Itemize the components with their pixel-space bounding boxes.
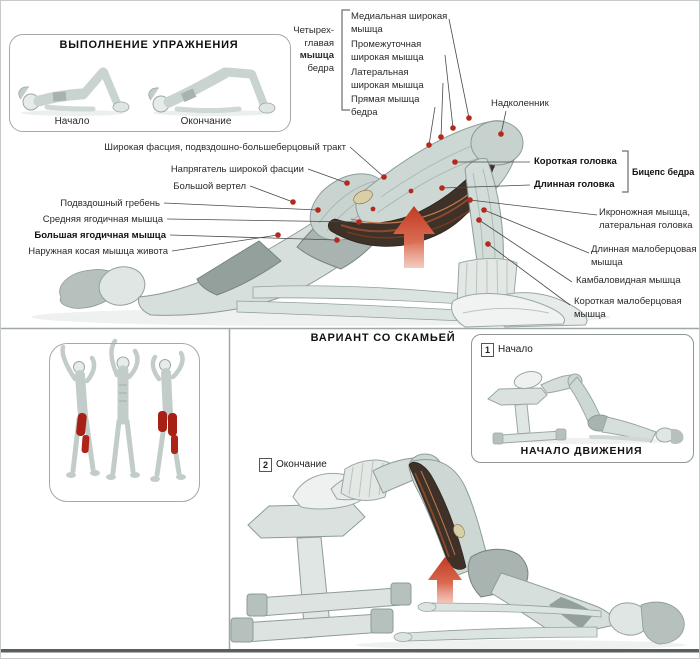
label-greater-trochanter: Большой вертел [173,181,246,192]
step-end-label: Окончание [276,459,327,471]
leg-warmer [456,258,518,310]
step-number-badge: 1 [481,342,494,357]
sneaker [330,473,380,501]
muscle-label-soleus: Камбаловидная мышца [576,275,681,286]
sneaker [292,472,366,510]
step-number-badge: 2 [259,457,272,472]
start-pose-label: Начало [54,116,90,127]
sneaker [491,292,588,328]
arm [399,626,598,642]
step-start: 1 Начало [481,341,533,359]
knee [408,453,442,481]
torso [490,572,616,638]
arm [252,285,499,307]
tendon-highlight [453,524,465,538]
arm [423,602,602,618]
start-movement-caption: НАЧАЛО ДВИЖЕНИЯ [520,445,643,457]
head [608,602,650,636]
torso [138,180,414,316]
gluteus-muscle [309,173,389,241]
shin [372,457,432,494]
muscle-label-gastrocnemius: Икроножная мышца,латеральная головка [599,207,693,231]
thigh [355,120,518,240]
hair [640,601,685,645]
arm [236,300,548,325]
muscle-label-tensor-fasciae: Напрягатель широкой фасции [170,164,304,175]
bench-top [247,503,366,539]
step-start-label: Начало [498,344,533,356]
bench-variant-illustration [230,453,686,650]
shorts [296,200,390,270]
quad-group-label: Четырех- главая мышца бедра [293,25,334,74]
biceps-femoris-group-label: Бицепс бедра [632,167,695,177]
start-position-box [471,334,694,463]
sneaker [451,293,565,328]
exercise-execution-box [9,34,291,132]
leg-warmer [340,459,394,501]
execution-title: ВЫПОЛНЕНИЕ УПРАЖНЕНИЯ [59,39,239,51]
patella-label: Надколенник [491,98,549,109]
thigh [409,459,490,578]
muscle-label-short-head: Короткая головка [534,156,617,167]
hamstring-muscle [408,461,467,570]
muscle-label-long-head: Длинная головка [534,179,615,190]
up-arrow [428,557,462,604]
shorts [467,548,529,598]
label-iliac-crest: Подвздошный гребень [60,198,160,209]
end-pose-label: Окончание [180,116,232,127]
step-end: 2 Окончание [259,456,327,474]
sports-top [196,240,282,296]
shin [464,158,504,274]
up-arrow [393,206,435,268]
hamstring-muscle [327,154,496,247]
variant-title: ВАРИАНТ СО СКАМЬЕЙ [310,332,456,344]
muscle-label-gluteus-maximus: Большая ягодичная мышца [34,230,166,241]
hair [59,269,127,309]
muscle-label-gluteus-medius: Средняя ягодичная мышца [42,214,163,225]
bench-post [296,536,332,639]
tendon-highlight [353,189,373,205]
muscle-label-fascia-lata: Широкая фасция, подвздошно-большеберцовы… [104,142,346,153]
highlighted-muscles-box [49,343,200,502]
knee [470,120,524,166]
muscle-attachment-dots [275,115,504,247]
sports-top [549,597,595,629]
muscle-label-external-oblique: Наружная косая мышца живота [28,246,168,257]
head [98,266,146,306]
